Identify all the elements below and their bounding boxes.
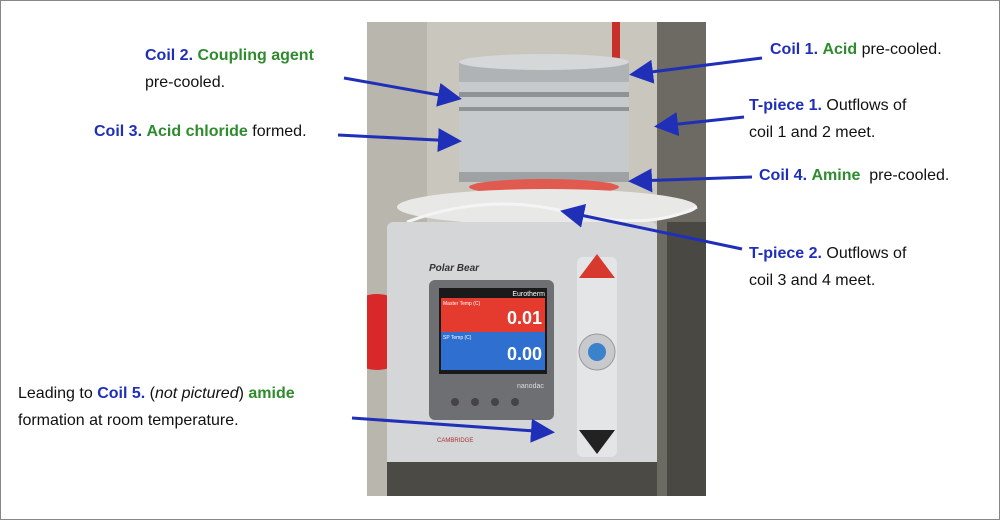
- label-coil1: Coil 1. Acid pre-cooled.: [770, 41, 942, 58]
- maker-label: CAMBRIDGE: [437, 438, 473, 444]
- device-photo: Polar Bear 0.01 0.00 Eurotherm Master Te…: [367, 22, 706, 496]
- label-tpiece2: T-piece 2. Outflows of coil 3 and 4 meet…: [749, 245, 907, 289]
- label-coil3: Coil 3. Acid chloride formed.: [94, 123, 307, 140]
- label-coil4: Coil 4. Amine pre-cooled.: [759, 167, 950, 184]
- master-temp-label: Master Temp (C): [443, 301, 480, 307]
- sp-temp-label: SP Temp (C): [443, 335, 472, 341]
- sp-temp-value: 0.00: [507, 344, 542, 364]
- master-temp-value: 0.01: [507, 308, 542, 328]
- svg-text:Polar Bear: Polar Bear: [429, 263, 480, 274]
- label-coil5: Leading to Coil 5. (not pictured) amide …: [18, 385, 295, 429]
- label-tpiece1: T-piece 1. Outflows of coil 1 and 2 meet…: [749, 97, 907, 141]
- controller-brand: Eurotherm: [512, 291, 545, 298]
- controller-model: nanodac: [517, 383, 544, 390]
- label-coil2: Coil 2. Coupling agent pre-cooled.: [145, 47, 314, 91]
